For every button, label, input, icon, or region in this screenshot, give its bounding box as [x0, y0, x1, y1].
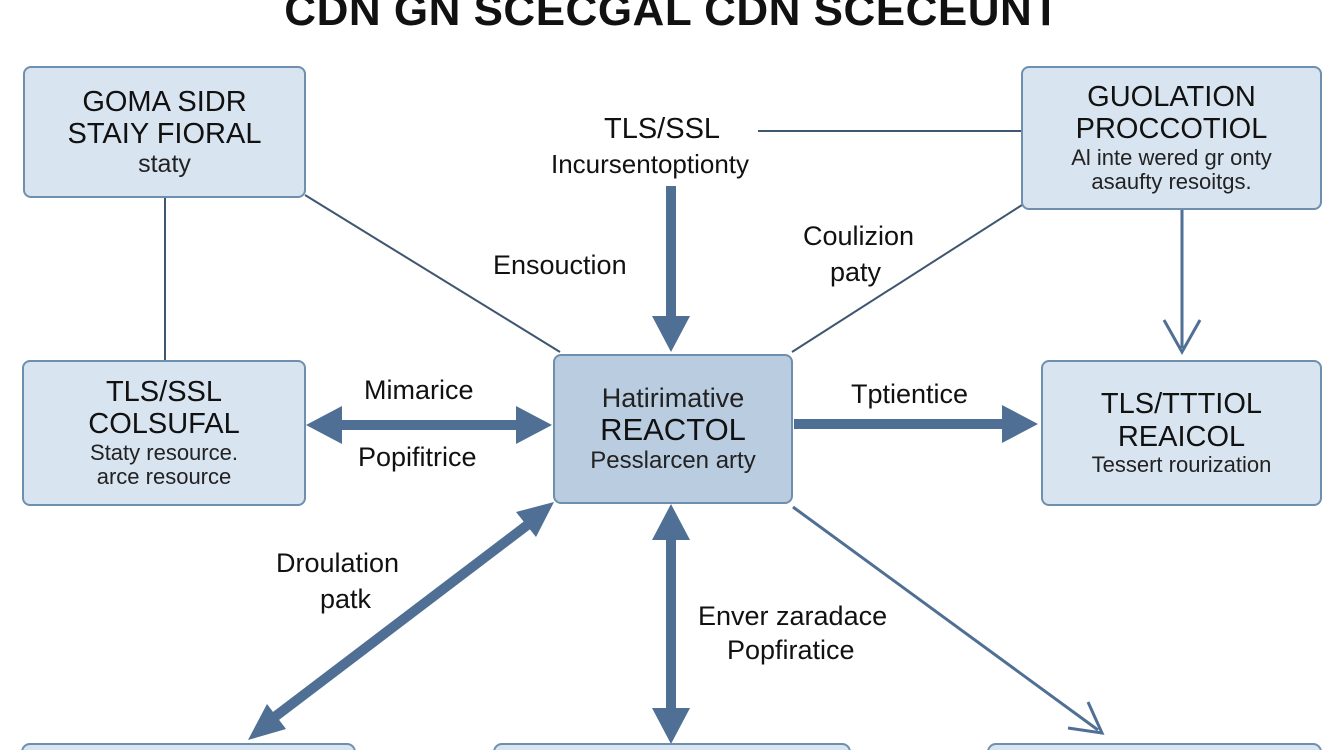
label-enver-1: Enver zaradace — [698, 601, 888, 631]
node-mid-left: TLS/SSL COLSUFAL Staty resource. arce re… — [22, 360, 306, 506]
arrowhead-vert-bottom — [652, 708, 690, 744]
node-center-line1: Hatirimative — [601, 383, 745, 414]
label-popifitrice: Popifitrice — [358, 442, 477, 472]
node-mid-left-line1: TLS/SSL — [105, 375, 223, 408]
arrow-center-bottomleft — [264, 516, 538, 726]
arrowhead-midleft-right — [516, 406, 552, 444]
label-mimarice: Mimarice — [364, 375, 474, 405]
node-top-right-line1: GUOLATION — [1087, 80, 1256, 113]
node-mid-left-line4: arce resource — [96, 464, 232, 490]
node-mid-left-line3: Staty resource. — [90, 439, 238, 465]
arrowhead-diag-top — [516, 502, 554, 537]
bottom-left-box — [21, 743, 356, 750]
arrowhead-center-midright — [1002, 405, 1038, 443]
node-top-right-line4: asaufty resoitgs. — [1091, 169, 1252, 195]
arrowhead-midleft-left — [306, 406, 342, 444]
arrowhead-center-bottomright — [1067, 701, 1105, 735]
label-ensouction: Ensouction — [493, 250, 627, 280]
node-mid-right-line1: TLS/TTTIOL — [1100, 388, 1263, 421]
label-coulizion-2: paty — [830, 257, 882, 287]
node-top-left-line2: STAIY FIORAL — [67, 118, 262, 150]
node-mid-right-line2: REAICOL — [1117, 420, 1246, 453]
label-tptientice: Tptientice — [851, 379, 969, 409]
node-top-left-line1: GOMA SIDR — [82, 85, 247, 118]
node-top-right-line3: Al inte wered gr onty — [1071, 144, 1272, 170]
label-droulation-1: Droulation — [276, 548, 400, 578]
node-top-right-line2: PROCCOTIOL — [1075, 113, 1268, 146]
bottom-center-box — [493, 743, 851, 750]
bottom-right-box — [987, 743, 1322, 750]
label-enver-2: Popfiratice — [727, 635, 855, 665]
line-topright-center — [791, 204, 1023, 353]
label-tls-top: TLS/SSL — [604, 113, 721, 145]
arrowhead-diag-bottom — [248, 704, 286, 740]
diagram-title: CDN GN SCECGAL CDN SCECEUNT — [284, 0, 1060, 35]
label-tls-top-sub: Incursentoptionty — [551, 149, 750, 179]
node-center-line3: Pesslarcen arty — [590, 447, 756, 475]
node-mid-right-line3: Tessert rourization — [1091, 452, 1272, 478]
node-top-left: GOMA SIDR STAIY FIORAL staty — [23, 66, 306, 198]
node-top-left-line3: staty — [138, 150, 191, 179]
node-mid-right: TLS/TTTIOL REAICOL Tessert rourization — [1041, 360, 1322, 506]
arrowhead-tls-center — [652, 316, 690, 352]
node-top-right: GUOLATION PROCCOTIOL Al inte wered gr on… — [1021, 66, 1322, 210]
line-topleft-center — [304, 194, 561, 353]
node-mid-left-line2: COLSUFAL — [88, 408, 240, 441]
node-center-line2: REACTOL — [600, 412, 746, 448]
label-coulizion-1: Coulizion — [803, 221, 915, 251]
arrowhead-vert-top — [652, 504, 690, 540]
node-center: Hatirimative REACTOL Pesslarcen arty — [553, 354, 793, 504]
arrow-center-bottomright — [792, 505, 1099, 732]
arrowhead-topright-down — [1162, 319, 1202, 356]
label-droulation-2: patk — [320, 584, 372, 614]
